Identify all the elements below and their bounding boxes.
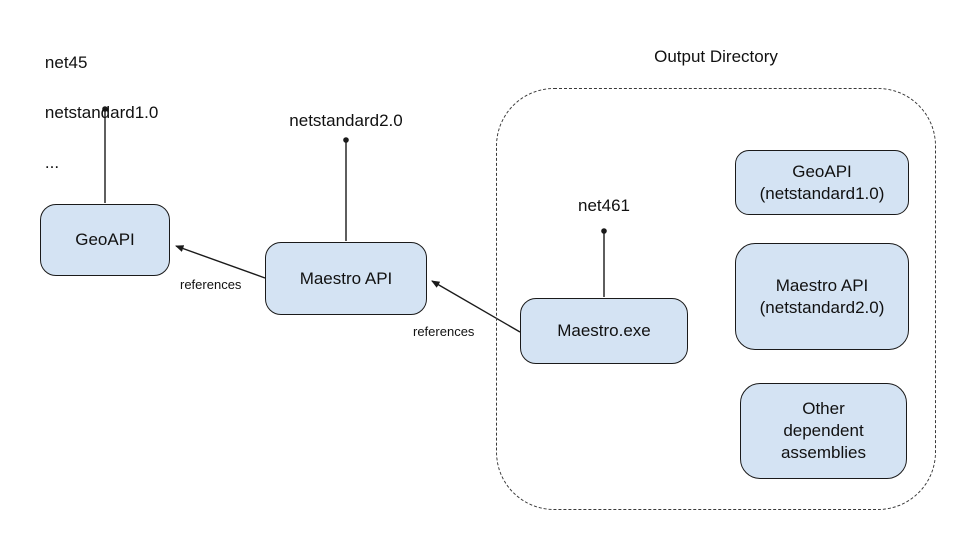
output-geoapi-box: GeoAPI (netstandard1.0): [735, 150, 909, 215]
output-other-line: dependent: [783, 421, 864, 440]
output-other-line: Other: [802, 399, 845, 418]
references-edge-label-1: references: [180, 277, 242, 292]
output-maestro-api-line: (netstandard2.0): [759, 297, 885, 317]
output-maestro-api-box: Maestro API (netstandard2.0): [735, 243, 909, 350]
maestro-exe-framework-label: net461: [578, 196, 630, 215]
maestro-api-node: Maestro API: [265, 242, 427, 315]
references-arrow-maestroapi-to-geoapi: [175, 245, 266, 279]
geoapi-node-label: GeoAPI: [75, 230, 135, 249]
maestro-api-node-label: Maestro API: [299, 268, 393, 288]
output-geoapi-line: GeoAPI: [792, 161, 852, 181]
maestro-api-framework-dot: [343, 137, 349, 143]
framework-item: ...: [44, 153, 60, 172]
geoapi-node: GeoAPI: [40, 204, 170, 276]
maestro-api-framework-label: netstandard2.0: [289, 111, 403, 130]
framework-item: net45: [44, 53, 88, 72]
framework-item: netstandard1.0: [44, 103, 159, 122]
output-geoapi-line: (netstandard1.0): [759, 183, 885, 203]
output-maestro-api-line: Maestro API: [775, 275, 869, 295]
maestro-exe-node-label: Maestro.exe: [557, 321, 651, 340]
output-directory-title: Output Directory: [654, 47, 778, 66]
references-edge-label-2: references: [413, 324, 475, 339]
maestro-exe-node: Maestro.exe: [520, 298, 688, 364]
geoapi-frameworks-list: net45 netstandard1.0 ...: [26, 25, 158, 200]
output-other-assemblies-box: Other dependent assemblies: [740, 383, 907, 479]
output-other-line: assemblies: [780, 443, 867, 462]
